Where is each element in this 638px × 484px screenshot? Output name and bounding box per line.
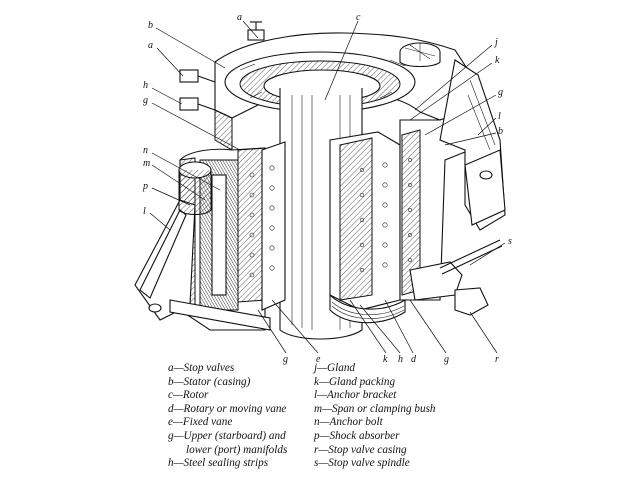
legend-item: d—Rotary or moving vane (168, 402, 287, 415)
callout-l-right: l (498, 111, 501, 122)
callout-g-bottom-1: g (283, 354, 288, 365)
callout-d-bottom: d (411, 354, 417, 365)
stop-valves (179, 21, 265, 111)
callout-g-left: g (143, 95, 148, 106)
callout-m-left: m (143, 158, 150, 169)
legend-item: n—Anchor bolt (314, 416, 383, 429)
legend-item: e—Fixed vane (168, 416, 233, 429)
callout-e-bottom: e (316, 354, 321, 365)
callout-h-bottom: h (398, 354, 403, 365)
callout-g-bottom-2: g (444, 354, 449, 365)
fixed-vane (261, 141, 286, 311)
callout-h-left: h (143, 80, 148, 91)
legend-item: m—Span or clamping bush (314, 402, 436, 415)
legend-item: s—Stop valve spindle (314, 457, 410, 470)
callout-k-bottom: k (383, 354, 388, 365)
callout-l-left: l (143, 206, 146, 217)
callout-g-right: g (498, 87, 503, 98)
legend-left-column: a—Stop valves b—Stator (casing) c—Rotor … (168, 362, 287, 471)
gland-cap (399, 42, 441, 68)
callout-p-left: p (142, 181, 148, 192)
callout-letters: a c b a h g n m p l j k g l b s g e k h … (142, 12, 512, 365)
legend-item: k—Gland packing (314, 375, 396, 388)
callout-c-top: c (356, 12, 361, 23)
callout-n-left: n (143, 145, 148, 156)
anchor-bracket-left (134, 199, 196, 321)
callout-k-right: k (495, 55, 500, 66)
legend-item: g—Upper (starboard) and (168, 429, 286, 442)
legend-item: r—Stop valve casing (314, 443, 407, 456)
legend-item: b—Stator (casing) (168, 375, 251, 388)
anchor-bracket-right (439, 59, 506, 231)
stop-valve-casing (409, 239, 503, 316)
legend-item: h—Steel sealing strips (168, 457, 269, 470)
legend-right-column: j—Gland k—Gland packing l—Anchor bracket… (314, 362, 436, 471)
rotary-vane (329, 131, 401, 311)
legend-item: p—Shock absorber (314, 429, 400, 442)
callout-j-right: j (493, 37, 498, 48)
legend-item: j—Gland (314, 362, 356, 374)
base-flange (169, 293, 406, 331)
callout-a-top: a (237, 12, 242, 23)
legend-item-continuation: lower (port) manifolds (186, 443, 288, 456)
callout-a-left: a (148, 40, 153, 51)
callout-s-right: s (508, 236, 512, 247)
shock-absorber (178, 161, 212, 215)
callout-r-bottom: r (495, 354, 499, 365)
callout-b-right: b (498, 126, 503, 137)
leader-lines (149, 20, 506, 354)
legend-item: l—Anchor bracket (314, 389, 397, 402)
legend-item: a—Stop valves (168, 362, 235, 374)
legend-item: c—Rotor (168, 389, 209, 402)
callout-b-left: b (148, 20, 153, 31)
